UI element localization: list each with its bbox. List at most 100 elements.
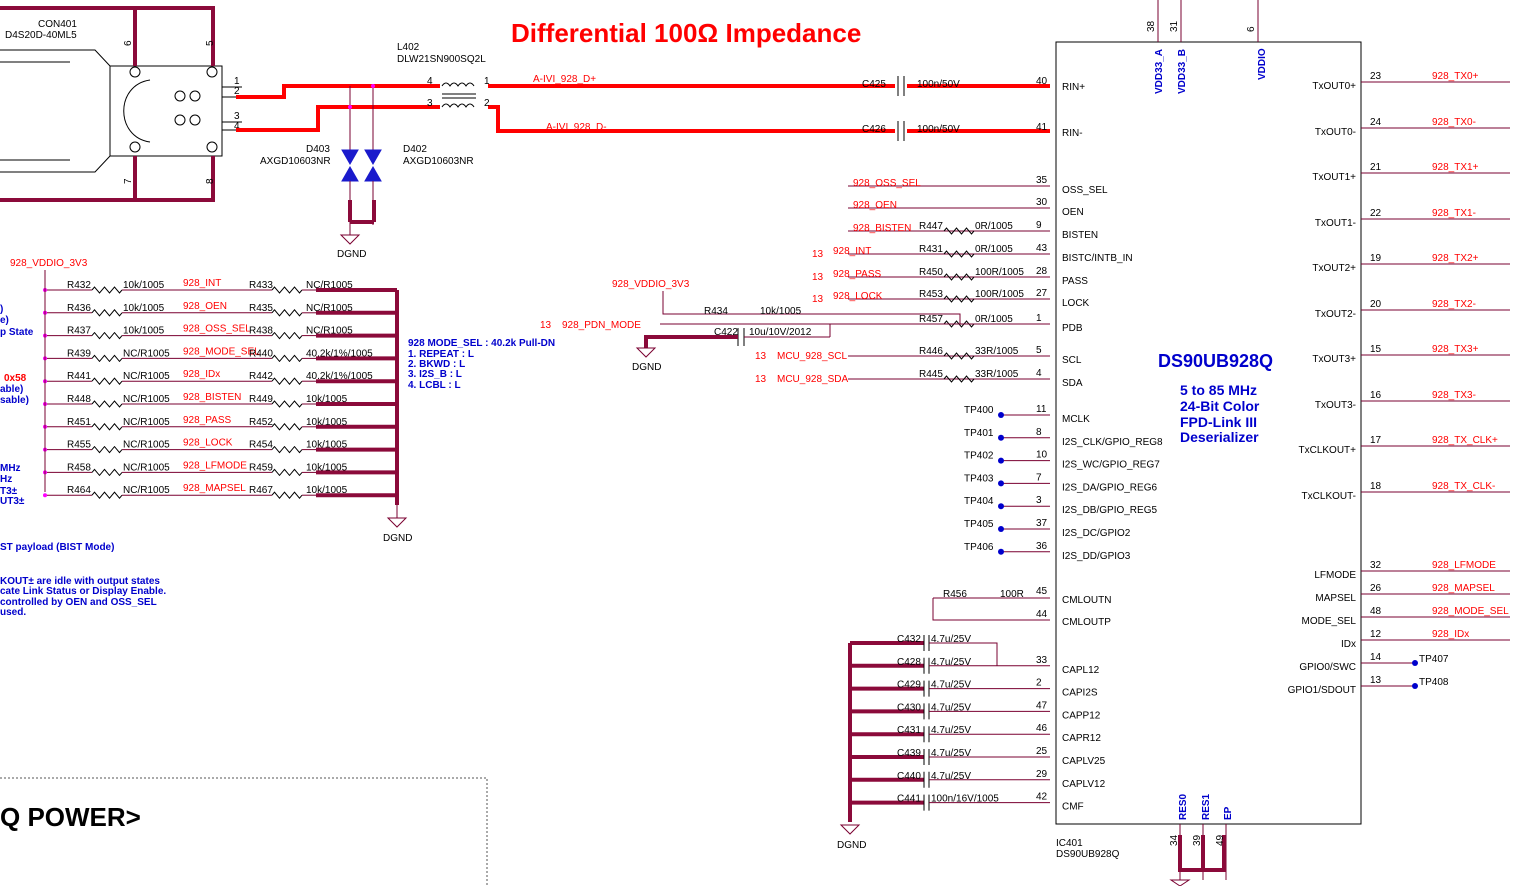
out-net: 928_TX1- xyxy=(1432,208,1476,219)
cap-value: 4.7u/25V xyxy=(931,702,971,713)
cap-ref: C431 xyxy=(897,725,921,736)
top-pin-name-vdd33b: VDD33_B xyxy=(1177,49,1188,94)
cml-pin-name-n: CMLOUTN xyxy=(1062,595,1111,606)
cap-pin-num: 2 xyxy=(1036,678,1042,689)
choke-pin-3: 3 xyxy=(427,98,433,109)
res-net: 928_OSS_SEL xyxy=(183,324,251,335)
con-pin-5: 5 xyxy=(205,40,216,46)
ctrl-res-ref: R453 xyxy=(919,289,943,300)
res-ref: R435 xyxy=(249,303,273,314)
ctrl-pin-num: 27 xyxy=(1036,288,1048,299)
out-net: 928_TX3- xyxy=(1432,390,1476,401)
con-pin-2: 2 xyxy=(234,86,240,97)
mode-note-1: 1. REPEAT : L xyxy=(408,349,474,360)
cap-pin-name: CAPR12 xyxy=(1062,733,1101,744)
clip-text-0: ) xyxy=(0,304,3,315)
res-ref: R432 xyxy=(67,280,91,291)
res-value: NC/R1005 xyxy=(123,485,170,496)
diode-part-d402: AXGD10603NR xyxy=(403,156,474,167)
out-tp-ref: TP407 xyxy=(1419,654,1449,665)
res-ref: R467 xyxy=(249,485,273,496)
ctrl-sheet-ref: 13 xyxy=(812,294,824,305)
cap-val-c426: 100n/50V xyxy=(917,124,960,135)
ctrl-pin-num: 1 xyxy=(1036,313,1042,324)
out-pin-name: IDx xyxy=(1341,639,1356,650)
resistor-symbol xyxy=(91,377,123,385)
tp-pin-num: 10 xyxy=(1036,450,1048,461)
ctrl-pin-num: 30 xyxy=(1036,197,1048,208)
vddio-rail: 928_VDDIO_3V3 DGND xyxy=(10,258,412,544)
tp-ref: TP403 xyxy=(964,473,994,484)
res-ref: R449 xyxy=(249,394,273,405)
chip-name: DS90UB928Q xyxy=(1158,351,1273,371)
out-pin-name: TxOUT2+ xyxy=(1312,263,1356,274)
clip-text-14: used. xyxy=(0,607,26,618)
choke-pin-4: 4 xyxy=(427,76,433,87)
cap-pin-name: CAPLV12 xyxy=(1062,779,1106,790)
cap-value: 4.7u/25V xyxy=(931,680,971,691)
res-net: 928_IDx xyxy=(183,369,220,380)
out-pin-num: 19 xyxy=(1370,253,1382,264)
left-clipped-notes: ) e) p State 0x58 able) sable) MHz Hz T3… xyxy=(0,304,166,618)
tp-pin-num: 11 xyxy=(1036,404,1047,415)
out-pin-name: TxOUT3+ xyxy=(1312,354,1356,365)
res-net: 928_MAPSEL xyxy=(183,483,246,494)
con-pin-1: 1 xyxy=(234,76,240,87)
cap-value: 4.7u/25V xyxy=(931,725,971,736)
res-value: 10k/1005 xyxy=(306,485,348,496)
con-pin-7: 7 xyxy=(123,178,134,184)
chip-desc-3: Deserializer xyxy=(1180,429,1259,445)
ctrl-pin-name: BISTEN xyxy=(1062,230,1098,241)
mode-note-3: 3. I2S_B : L xyxy=(408,369,462,380)
resistor-symbol xyxy=(943,352,975,360)
con-pin-8: 8 xyxy=(205,178,216,184)
testpoint-dot xyxy=(998,526,1004,532)
chip-desc-0: 5 to 85 MHz xyxy=(1180,382,1257,398)
out-pin-num: 12 xyxy=(1370,629,1382,640)
res-net: 928_PASS xyxy=(183,415,232,426)
out-net: 928_MODE_SEL xyxy=(1432,606,1509,617)
res-ref: R454 xyxy=(249,440,273,451)
tp-ref: TP400 xyxy=(964,405,994,416)
res-ref: R440 xyxy=(249,348,273,359)
top-pin-31: 31 xyxy=(1169,20,1180,32)
resistor-symbol xyxy=(943,295,975,303)
resistor-symbol xyxy=(943,375,975,383)
ctrl-res-val: 0R/1005 xyxy=(975,314,1013,325)
choke-pin-2: 2 xyxy=(484,98,490,109)
tp-pin-num: 37 xyxy=(1036,518,1048,529)
net-label-dn: A-IVI_928_D- xyxy=(546,122,607,133)
out-pin-name: TxOUT0+ xyxy=(1312,81,1356,92)
bot-pin-name-res1: RES1 xyxy=(1201,793,1212,820)
res-ref: R448 xyxy=(67,394,91,405)
tp-pin-name: I2S_DB/GPIO_REG5 xyxy=(1062,505,1157,516)
ctrl-res-val: 33R/1005 xyxy=(975,346,1019,357)
ctrl-res-val: 100R/1005 xyxy=(975,289,1024,300)
bot-pin-49: 49 xyxy=(1215,834,1226,846)
out-net: 928_TX2+ xyxy=(1432,253,1479,264)
power-section: Q POWER> xyxy=(0,777,488,886)
chip-ref: IC401 xyxy=(1056,838,1083,849)
chip-desc-2: FPD-Link III xyxy=(1180,414,1257,430)
ctrl-sheet-ref: 13 xyxy=(755,351,767,362)
cap-ref: C429 xyxy=(897,680,921,691)
cml-pin-45: 45 xyxy=(1036,586,1048,597)
out-pin-name: GPIO1/SDOUT xyxy=(1288,685,1356,696)
ctrl-pin-num: 43 xyxy=(1036,243,1048,254)
ctrl-pin-name: SCL xyxy=(1062,355,1082,366)
res-ref: R439 xyxy=(67,348,91,359)
resistor-symbol xyxy=(271,286,303,294)
pdn-vddio: 928_VDDIO_3V3 xyxy=(612,279,690,290)
mode-note-2: 2. BKWD : L xyxy=(408,359,465,370)
out-pin-num: 48 xyxy=(1370,606,1382,617)
pdn-circuit: 928_VDDIO_3V3 13 928_PDN_MODE R434 10k/1… xyxy=(540,279,1050,373)
testpoint-dot xyxy=(998,412,1004,418)
ctrl-sheet-ref: 13 xyxy=(812,249,824,260)
pdn-net: 928_PDN_MODE xyxy=(562,320,641,331)
clip-text-6: MHz xyxy=(0,463,21,474)
res-ref: R464 xyxy=(67,485,91,496)
clip-text-1: e) xyxy=(0,315,9,326)
out-pin-name: TxOUT3- xyxy=(1315,400,1356,411)
